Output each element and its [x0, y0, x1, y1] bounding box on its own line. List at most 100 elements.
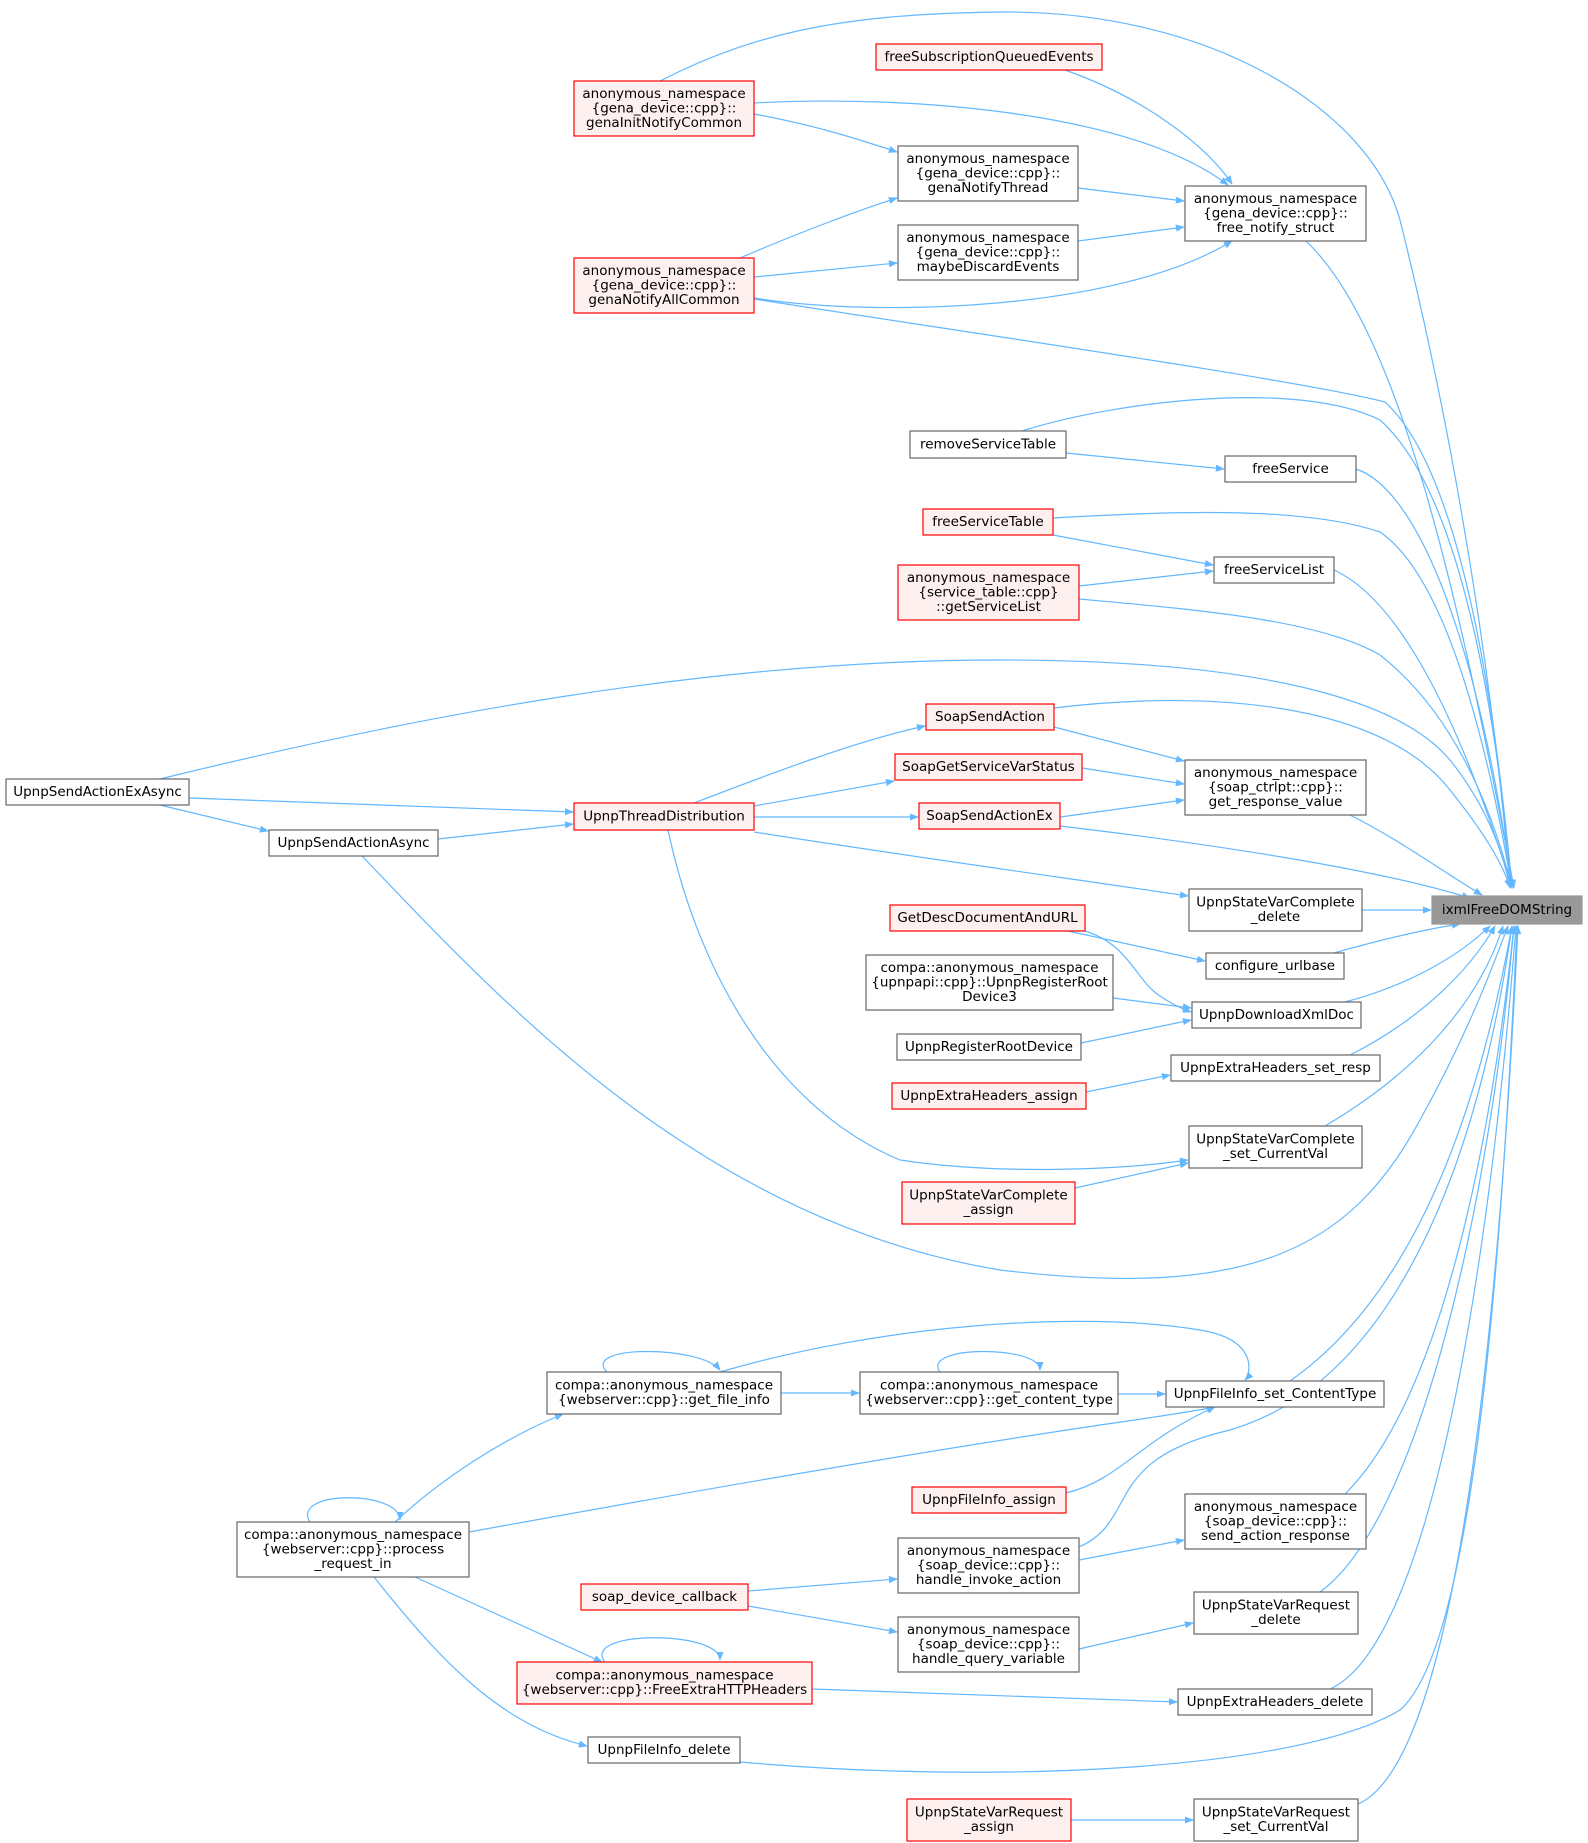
node-ehAssign[interactable]: UpnpExtraHeaders_assign	[891, 1082, 1087, 1110]
node-box	[268, 829, 439, 857]
edge-getSL-to-freeSL	[1078, 568, 1214, 587]
node-regRoot3[interactable]: compa::anonymous_namespace{upnpapi::cpp}…	[865, 954, 1114, 1011]
node-box	[897, 1616, 1080, 1673]
node-getResp[interactable]: anonymous_namespace{soap_ctrlpt::cpp}::g…	[1184, 759, 1367, 816]
edge-sendAsync-to-ixml	[361, 855, 1509, 1279]
edge-getCT-to-getCT	[937, 1350, 1044, 1373]
node-ehSetResp[interactable]: UpnpExtraHeaders_set_resp	[1170, 1054, 1381, 1082]
node-box	[901, 1181, 1076, 1225]
node-svcAssign[interactable]: UpnpStateVarComplete_assign	[901, 1181, 1076, 1225]
node-label: soap_device_callback	[592, 1589, 737, 1605]
node-label: {soap_device::cpp}::	[917, 1636, 1060, 1652]
node-soapGet[interactable]: SoapGetServiceVarStatus	[894, 753, 1083, 781]
node-getCT[interactable]: compa::anonymous_namespace{webserver::cp…	[859, 1371, 1119, 1415]
node-label: get_response_value	[1209, 794, 1343, 810]
node-freeExtra[interactable]: compa::anonymous_namespace{webserver::cp…	[516, 1661, 813, 1705]
node-ixml[interactable]: ixmlFreeDOMString	[1431, 895, 1583, 925]
node-freeSubQ[interactable]: freeSubscriptionQueuedEvents	[875, 43, 1103, 71]
node-label: {gena_device::cpp}::	[592, 100, 737, 116]
node-gInit[interactable]: anonymous_namespace{gena_device::cpp}::g…	[573, 80, 755, 137]
node-label: anonymous_namespace	[582, 86, 745, 102]
node-cfgUrl[interactable]: configure_urlbase	[1205, 952, 1345, 980]
node-box	[865, 954, 1114, 1011]
node-label: {webserver::cpp}::get_file_info	[558, 1392, 770, 1408]
node-fiDelete[interactable]: UpnpFileInfo_delete	[587, 1736, 741, 1764]
node-getFileInfo[interactable]: compa::anonymous_namespace{webserver::cp…	[546, 1371, 782, 1415]
node-dlXml[interactable]: UpnpDownloadXmlDoc	[1191, 1001, 1362, 1029]
edge-gInit-to-freeNotify	[753, 100, 1229, 186]
node-label: compa::anonymous_namespace	[880, 1378, 1098, 1394]
edge-gNotifyThread-to-freeNotify	[1077, 187, 1185, 204]
node-fiAssign[interactable]: UpnpFileInfo_assign	[911, 1486, 1067, 1514]
node-label: send_action_response	[1201, 1528, 1350, 1544]
node-soapDevCb[interactable]: soap_device_callback	[580, 1583, 749, 1611]
node-box	[1165, 1380, 1385, 1408]
node-box	[897, 1537, 1080, 1594]
node-getDesc[interactable]: GetDescDocumentAndURL	[889, 904, 1086, 932]
edge-threadDist-to-soapSend	[693, 724, 926, 804]
node-soapSendEx[interactable]: SoapSendActionEx	[918, 802, 1061, 830]
edge-removeST-to-ixml	[1021, 397, 1515, 889]
node-label: {gena_device::cpp}::	[1203, 205, 1348, 221]
edge-processReq-to-getFileInfo	[394, 1413, 564, 1523]
node-gAll[interactable]: anonymous_namespace{gena_device::cpp}::g…	[573, 257, 755, 314]
edge-exAsync-to-sendAsync	[159, 804, 269, 833]
node-label: ixmlFreeDOMString	[1442, 902, 1572, 918]
node-label: maybeDiscardEvents	[917, 259, 1060, 275]
edge-soapSendEx-to-getResp	[1059, 797, 1185, 818]
node-svrAssign[interactable]: UpnpStateVarRequest_assign	[906, 1798, 1072, 1842]
node-label: {gena_device::cpp}::	[916, 165, 1061, 181]
node-sendActResp[interactable]: anonymous_namespace{soap_device::cpp}::s…	[1184, 1493, 1367, 1550]
node-label: Device3	[962, 989, 1017, 1005]
node-freeST[interactable]: freeServiceTable	[922, 508, 1054, 536]
node-label: GetDescDocumentAndURL	[897, 910, 1078, 926]
node-label: free_notify_struct	[1217, 220, 1335, 236]
node-label: UpnpDownloadXmlDoc	[1199, 1007, 1354, 1023]
edge-freeSubQ-to-freeNotify	[1064, 69, 1233, 185]
edge-freeExtra-to-ehDelete	[811, 1688, 1178, 1706]
node-label: {soap_device::cpp}::	[1204, 1513, 1347, 1529]
node-label: compa::anonymous_namespace	[555, 1668, 773, 1684]
node-ehDelete[interactable]: UpnpExtraHeaders_delete	[1177, 1688, 1373, 1716]
node-label: _set_CurrentVal	[1222, 1146, 1328, 1162]
node-label: UpnpStateVarComplete	[1196, 895, 1354, 911]
node-threadDist[interactable]: UpnpThreadDistribution	[573, 802, 755, 831]
node-getSL[interactable]: anonymous_namespace{service_table::cpp}:…	[897, 564, 1080, 621]
edge-freeSL-to-ixml	[1333, 569, 1514, 889]
node-maybeDiscard[interactable]: anonymous_namespace{gena_device::cpp}::m…	[897, 224, 1079, 281]
node-label: UpnpSendActionExAsync	[13, 784, 182, 800]
node-removeST[interactable]: removeServiceTable	[909, 430, 1067, 459]
edge-svrSetCur-to-ixml	[1357, 925, 1522, 1805]
node-soapSend[interactable]: SoapSendAction	[925, 703, 1055, 731]
node-label: anonymous_namespace	[907, 1543, 1070, 1559]
node-label: {webserver::cpp}::FreeExtraHTTPHeaders	[522, 1682, 807, 1698]
node-label: freeServiceList	[1224, 562, 1324, 578]
node-box	[516, 1661, 813, 1705]
node-box	[1170, 1054, 1381, 1082]
node-fiSetCT[interactable]: UpnpFileInfo_set_ContentType	[1165, 1380, 1385, 1408]
edge-getSL-to-ixml	[1078, 598, 1514, 889]
node-processReq[interactable]: compa::anonymous_namespace{webserver::cp…	[236, 1521, 470, 1578]
edge-ehDelete-to-ixml	[1329, 925, 1519, 1690]
node-gNotifyThread[interactable]: anonymous_namespace{gena_device::cpp}::g…	[897, 145, 1079, 202]
node-svrDelete[interactable]: UpnpStateVarRequest_delete	[1193, 1591, 1359, 1635]
node-svcDelete[interactable]: UpnpStateVarComplete_delete	[1188, 888, 1363, 932]
node-svrSetCur[interactable]: UpnpStateVarRequest_set_CurrentVal	[1193, 1798, 1359, 1842]
node-box	[1188, 888, 1363, 932]
node-regRoot[interactable]: UpnpRegisterRootDevice	[896, 1033, 1082, 1061]
node-handleInvoke[interactable]: anonymous_namespace{soap_device::cpp}::h…	[897, 1537, 1080, 1594]
node-box	[859, 1371, 1119, 1415]
node-handleQuery[interactable]: anonymous_namespace{soap_device::cpp}::h…	[897, 1616, 1080, 1673]
node-label: compa::anonymous_namespace	[880, 960, 1098, 976]
node-exAsync[interactable]: UpnpSendActionExAsync	[5, 778, 190, 806]
node-label: compa::anonymous_namespace	[555, 1378, 773, 1394]
node-svcSetCur[interactable]: UpnpStateVarComplete_set_CurrentVal	[1188, 1125, 1363, 1169]
node-freeSL[interactable]: freeServiceList	[1213, 556, 1335, 584]
edge-getResp-to-ixml	[1349, 814, 1483, 896]
node-label: UpnpExtraHeaders_delete	[1187, 1694, 1364, 1710]
node-freeService[interactable]: freeService	[1224, 455, 1357, 483]
node-box	[891, 1082, 1087, 1110]
edge-freeST-to-ixml	[1052, 511, 1515, 889]
node-sendAsync[interactable]: UpnpSendActionAsync	[268, 829, 439, 857]
node-freeNotify[interactable]: anonymous_namespace{gena_device::cpp}::f…	[1184, 185, 1367, 242]
